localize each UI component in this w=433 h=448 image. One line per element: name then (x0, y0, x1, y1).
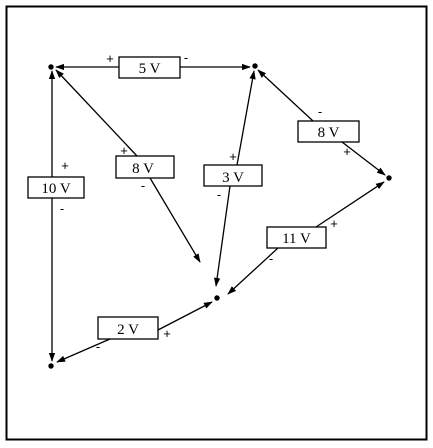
source-label: 8 V (132, 161, 154, 177)
voltage-source-3v-center: 3 V + - (203, 70, 263, 287)
plus-sign: + (229, 149, 237, 164)
diagram-frame (5, 5, 428, 441)
voltage-source-10v-left: 10 V + - (27, 70, 85, 362)
source-label: 10 V (41, 181, 70, 197)
source-label: 2 V (117, 322, 139, 338)
voltage-source-11v-lower-right: 11 V + - (227, 181, 385, 295)
voltage-source-5v-top: 5 V + - (55, 50, 251, 79)
source-label: 8 V (318, 125, 340, 141)
wire-bottom-b (56, 338, 111, 363)
plus-sign: + (120, 143, 128, 158)
source-box (118, 56, 181, 79)
source-box (115, 155, 175, 179)
source-box (97, 316, 159, 340)
wire-upper-right-b (341, 141, 386, 176)
plus-sign: + (106, 51, 114, 66)
minus-sign: - (60, 201, 64, 216)
source-box (203, 164, 263, 187)
source-box (297, 120, 360, 143)
wire-diag-upper (55, 69, 138, 157)
minus-sign: - (269, 251, 273, 266)
source-label: 11 V (282, 231, 311, 247)
plus-sign: + (330, 216, 338, 231)
source-box (27, 176, 85, 199)
wire-center-lower (214, 185, 231, 287)
wire-upper-right-a (257, 69, 314, 122)
node-top-left (48, 64, 54, 70)
node-bottom-left (48, 363, 54, 369)
node-bottom-center (214, 295, 220, 301)
wire-lower-right-b (227, 247, 279, 295)
source-label: 3 V (222, 170, 244, 186)
plus-sign: + (61, 158, 69, 173)
wire-center-upper (236, 70, 256, 166)
node-top-middle (252, 63, 258, 69)
voltage-source-8v-upper-right: 8 V + - (257, 69, 386, 176)
source-box (266, 226, 327, 249)
node-right (386, 175, 392, 181)
voltage-source-8v-diagonal-left: 8 V + - (55, 69, 201, 263)
wire-bottom-a (157, 301, 213, 331)
minus-sign: - (184, 50, 188, 65)
plus-sign: + (163, 326, 171, 341)
minus-sign: - (318, 104, 322, 119)
wire-lower-right-a (315, 181, 385, 228)
source-label: 5 V (139, 61, 161, 77)
minus-sign: - (217, 187, 221, 202)
minus-sign: - (96, 339, 100, 354)
wire-diag-lower (149, 177, 201, 263)
minus-sign: - (141, 178, 145, 193)
voltage-source-2v-bottom: 2 V + - (56, 301, 213, 363)
plus-sign: + (343, 144, 351, 159)
